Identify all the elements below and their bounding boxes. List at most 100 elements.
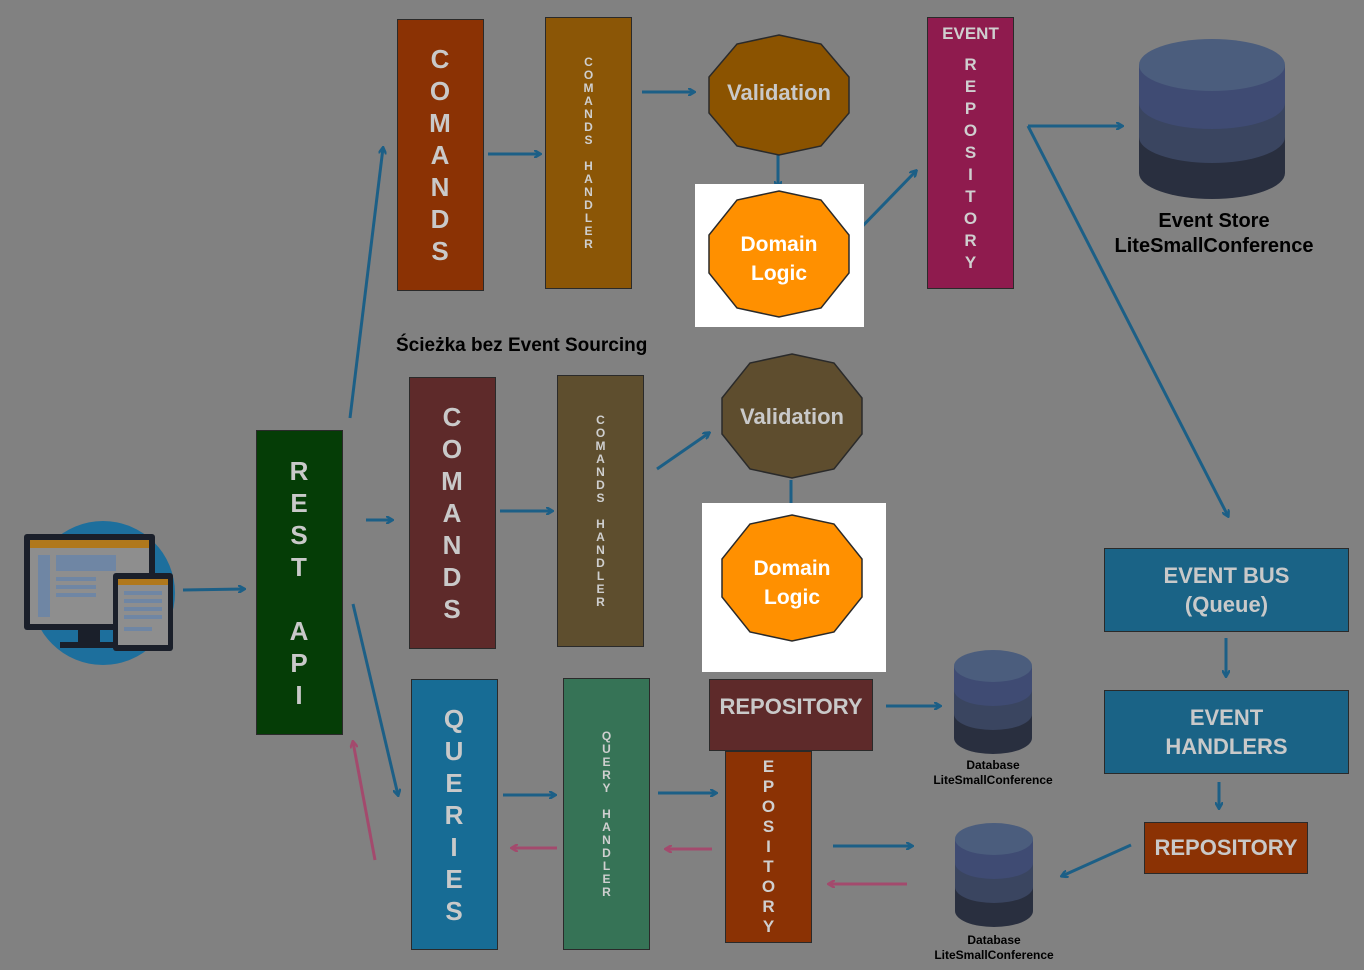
stack-letter: O (429, 76, 452, 106)
stack-letter: D (596, 477, 605, 492)
stack-letter: E (445, 767, 464, 798)
stack-letter: L (596, 568, 605, 583)
stack-letter: U (602, 741, 611, 756)
stack-letter: U (444, 735, 465, 766)
stack-letter: S (431, 236, 450, 266)
arrow-client-to-api (182, 589, 244, 590)
stack-letter (587, 147, 590, 160)
stack-letter: T (291, 551, 308, 582)
stack-letter: A (584, 171, 593, 186)
event-repository-head: EVENT (942, 24, 999, 43)
arrow-api-to-comands-top (348, 148, 383, 419)
stack-letter: A (596, 451, 605, 466)
repository-box-right: REPOSITORY (1144, 822, 1308, 874)
validation-octagon-event-sourcing (708, 34, 850, 156)
stack-letter: Y (762, 917, 775, 936)
arrow-queries-to-api-return (353, 742, 377, 861)
stack-letter: D (584, 197, 593, 212)
stack-letter (605, 795, 608, 808)
stack-letter: R (289, 455, 310, 486)
stack-letter: T (763, 857, 774, 876)
stack-letter: E (602, 871, 611, 886)
stack-letter: O (595, 425, 606, 440)
validation-label-mid: Validation (740, 404, 844, 429)
repository-box: REPOSITORY (709, 679, 873, 751)
stack-letter: N (584, 184, 593, 199)
domain-logic-octagon-mid (721, 514, 863, 642)
event-bus-label: EVENT BUS (Queue) (1163, 563, 1290, 617)
stack-letter: S (964, 143, 977, 162)
stack-letter: R (964, 55, 977, 74)
repository-label-right: REPOSITORY (1154, 835, 1298, 860)
arrow-api-to-queries (351, 603, 398, 795)
stack-letter: A (430, 140, 451, 170)
stack-letter: D (442, 562, 463, 592)
stack-letter: Y (964, 253, 977, 272)
stack-letter: Y (602, 780, 611, 795)
event-store-label: Event Store LiteSmallConference (1114, 210, 1314, 257)
stack-letter: D (430, 204, 451, 234)
stack-letter: O (761, 877, 776, 896)
stack-letter: N (602, 832, 611, 847)
stack-letter: M (429, 108, 452, 138)
stack-letter: T (965, 187, 976, 206)
stack-letter: N (442, 530, 463, 560)
stack-letter (599, 505, 602, 518)
stack-letter: A (584, 93, 593, 108)
stack-letter: P (290, 647, 309, 678)
stack-letter: S (762, 817, 775, 836)
stack-letter: O (963, 121, 978, 140)
event-store-database-icon (1139, 39, 1285, 199)
database-icon-top (954, 650, 1032, 754)
event-bus-box: EVENT BUS (Queue) (1104, 548, 1349, 632)
stack-letter: H (584, 158, 593, 173)
domain-logic-label-top: Domain Logic (740, 233, 818, 285)
stack-letter: S (443, 594, 462, 624)
stack-letter: D (596, 555, 605, 570)
stack-letter: R (762, 897, 775, 916)
stack-letter: O (963, 209, 978, 228)
stack-letter: A (602, 819, 611, 834)
database-icon-bottom (955, 823, 1033, 927)
database-label-bottom: Database LiteSmallConference (934, 933, 1054, 962)
stack-letter: P (762, 777, 775, 796)
stack-letter: S (445, 895, 464, 926)
stack-letter: R (584, 236, 593, 251)
database-label-top: Database LiteSmallConference (933, 758, 1053, 787)
stack-letter (295, 583, 303, 615)
stack-letter: L (602, 858, 611, 873)
stack-letter: H (602, 806, 611, 821)
arrow-event-repo-to-bus (1026, 125, 1228, 516)
stack-letter: S (596, 490, 605, 505)
domain-logic-octagon-top (708, 190, 850, 318)
path-title: Ścieżka bez Event Sourcing (396, 335, 648, 356)
stack-letter: M (583, 80, 594, 95)
stack-letter: C (430, 44, 451, 74)
stack-letter: M (595, 438, 606, 453)
stack-letter: S (290, 519, 309, 550)
event-handlers-label: EVENT HANDLERS (1165, 705, 1288, 759)
stack-letter: E (602, 754, 611, 769)
stack-letter: R (602, 884, 611, 899)
client-devices-icon (24, 521, 175, 665)
stack-letter: C (442, 402, 463, 432)
stack-letter: A (442, 498, 463, 528)
stack-letter: I (968, 165, 973, 184)
stack-letter: N (596, 542, 605, 557)
